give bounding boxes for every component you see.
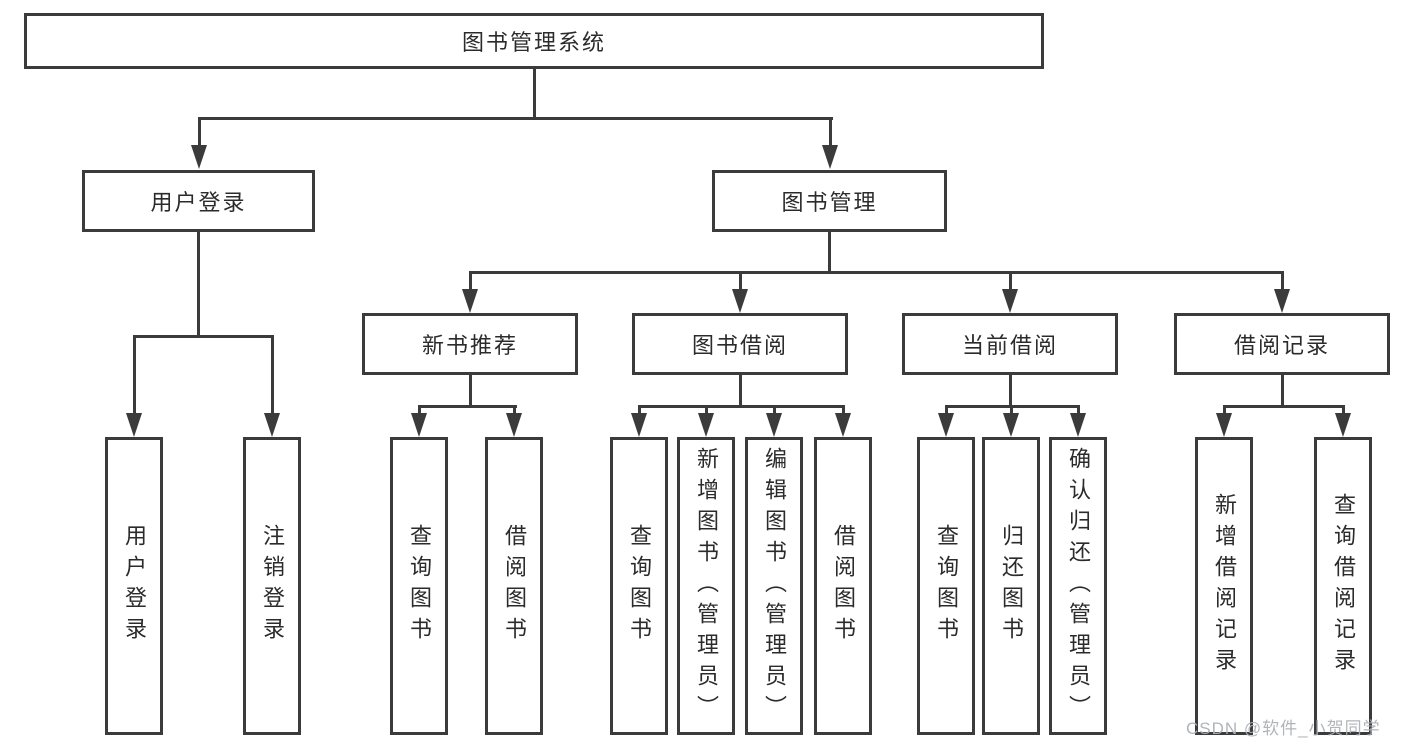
leaf-newbook-query-books: 查询图书 bbox=[390, 437, 448, 735]
arrow-to-bookborrow-borrow bbox=[835, 413, 851, 437]
connector-records-drop-1 bbox=[1223, 405, 1226, 415]
connector-bookborrow-drop-2 bbox=[705, 405, 708, 415]
connector-bookmgmt-drop-1 bbox=[469, 271, 472, 291]
connector-bookmgmt-drop-4 bbox=[1281, 271, 1284, 291]
leaf-current-query-books: 查询图书 bbox=[917, 437, 975, 735]
node-borrow-records: 借阅记录 bbox=[1174, 313, 1390, 375]
connector-bookborrow-bar bbox=[638, 405, 845, 408]
arrow-to-new-book-recommend bbox=[462, 289, 478, 313]
connector-newbook-bar bbox=[418, 405, 517, 408]
connector-currentborrow-drop-2 bbox=[1010, 405, 1013, 415]
connector-bookborrow-stem bbox=[739, 375, 742, 408]
leaf-bookborrow-add-books-admin: 新增图书（管理员） bbox=[677, 437, 735, 735]
csdn-watermark: CSDN @软件_小贺同学 bbox=[1186, 719, 1381, 738]
connector-bookmgmt-stem bbox=[828, 232, 831, 274]
connector-records-drop-2 bbox=[1342, 405, 1345, 415]
arrow-to-current-query bbox=[938, 413, 954, 437]
arrow-to-bookborrow-query bbox=[631, 413, 647, 437]
leaf-bookborrow-borrow-books: 借阅图书 bbox=[814, 437, 872, 735]
arrow-to-leaf-logout bbox=[264, 413, 280, 437]
arrow-to-newbook-borrow bbox=[506, 413, 522, 437]
connector-root-bar bbox=[198, 117, 833, 120]
connector-currentborrow-drop-1 bbox=[945, 405, 948, 415]
arrow-to-records-query bbox=[1335, 413, 1351, 437]
arrow-to-current-confirm bbox=[1070, 413, 1086, 437]
leaf-user-login: 用户登录 bbox=[105, 437, 163, 735]
connector-bookborrow-drop-4 bbox=[842, 405, 845, 415]
connector-userlogin-stem bbox=[197, 232, 200, 338]
connector-bookmgmt-bar bbox=[469, 271, 1284, 274]
connector-currentborrow-drop-3 bbox=[1077, 405, 1080, 415]
arrow-to-leaf-user-login bbox=[126, 413, 142, 437]
connector-root-drop-right bbox=[829, 117, 832, 147]
connector-newbook-stem bbox=[469, 375, 472, 408]
connector-root-drop-left bbox=[198, 117, 201, 147]
arrow-to-current-return bbox=[1003, 413, 1019, 437]
node-new-book-recommend: 新书推荐 bbox=[362, 313, 578, 375]
connector-newbook-drop-2 bbox=[513, 405, 516, 415]
connector-bookmgmt-drop-2 bbox=[739, 271, 742, 291]
connector-records-bar bbox=[1223, 405, 1345, 408]
node-book-borrow: 图书借阅 bbox=[632, 313, 848, 375]
leaf-current-confirm-return-admin: 确认归还（管理员） bbox=[1049, 437, 1107, 735]
node-book-management: 图书管理 bbox=[712, 170, 947, 232]
connector-bookmgmt-drop-3 bbox=[1009, 271, 1012, 291]
leaf-bookborrow-edit-books-admin: 编辑图书（管理员） bbox=[745, 437, 803, 735]
arrow-to-book-borrow bbox=[732, 289, 748, 313]
connector-root-stem bbox=[533, 69, 536, 119]
connector-userlogin-bar bbox=[133, 335, 274, 338]
arrow-to-current-borrow bbox=[1002, 289, 1018, 313]
leaf-records-query-record: 查询借阅记录 bbox=[1314, 437, 1372, 735]
node-user-login: 用户登录 bbox=[82, 170, 315, 232]
connector-userlogin-drop-right bbox=[271, 335, 274, 413]
connector-currentborrow-stem bbox=[1009, 375, 1012, 408]
leaf-logout: 注销登录 bbox=[243, 437, 301, 735]
connector-bookborrow-drop-1 bbox=[638, 405, 641, 415]
connector-records-stem bbox=[1281, 375, 1284, 408]
arrow-to-bookborrow-edit bbox=[766, 413, 782, 437]
connector-userlogin-drop-left bbox=[133, 335, 136, 413]
node-root: 图书管理系统 bbox=[24, 13, 1044, 69]
arrow-to-newbook-query bbox=[411, 413, 427, 437]
connector-newbook-drop-1 bbox=[418, 405, 421, 415]
arrow-to-borrow-records bbox=[1274, 289, 1290, 313]
arrow-to-user-login bbox=[191, 145, 207, 169]
leaf-bookborrow-query-books: 查询图书 bbox=[610, 437, 668, 735]
node-current-borrow: 当前借阅 bbox=[902, 313, 1118, 375]
connector-bookborrow-drop-3 bbox=[773, 405, 776, 415]
leaf-records-add-record: 新增借阅记录 bbox=[1195, 437, 1253, 735]
arrow-to-bookborrow-add bbox=[698, 413, 714, 437]
arrow-to-records-add bbox=[1216, 413, 1232, 437]
leaf-newbook-borrow-books: 借阅图书 bbox=[485, 437, 543, 735]
leaf-current-return-books: 归还图书 bbox=[982, 437, 1040, 735]
arrow-to-book-management bbox=[822, 145, 838, 169]
